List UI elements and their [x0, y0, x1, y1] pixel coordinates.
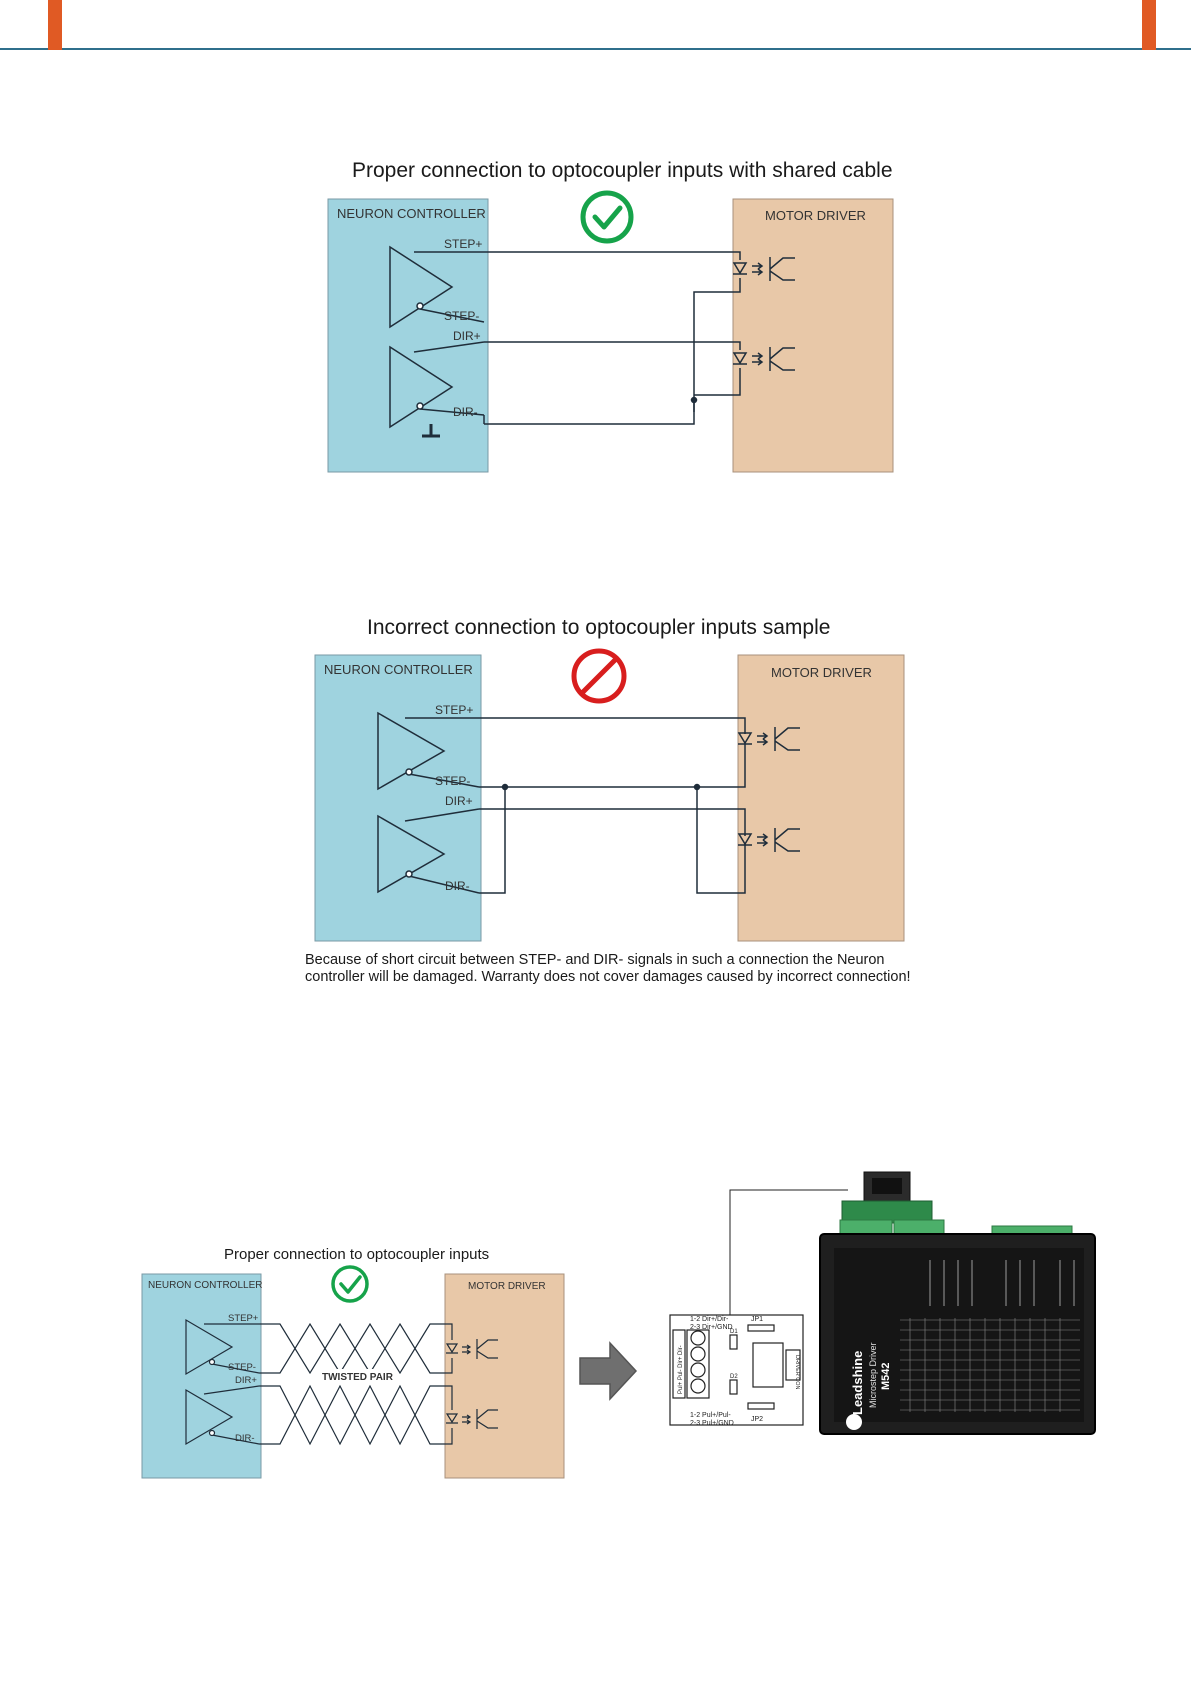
differential-driver-icon: [185, 1385, 260, 1446]
diagram3-title: Proper connection to optocoupler inputs: [224, 1246, 490, 1263]
driver-box: [737, 654, 905, 942]
diagram3: NEURON CONTROLLER MOTOR DRIVER: [141, 1265, 565, 1479]
differential-driver-icon: [389, 341, 485, 429]
pin-label: DIR+: [453, 329, 481, 343]
optocoupler-icon: [737, 727, 800, 751]
wire-common-ground: [484, 400, 695, 425]
pin-label: STEP+: [228, 1313, 259, 1324]
driver-product: Microstep Driver: [868, 1342, 878, 1408]
leader-line: [729, 1189, 848, 1315]
optocoupler-icon: [732, 257, 795, 281]
diagram1-title: Proper connection to optocoupler inputs …: [352, 159, 893, 182]
header-line: [0, 48, 1191, 50]
wire-dir-plus: [479, 808, 746, 836]
twisted-pair-label: TWISTED PAIR: [322, 1372, 394, 1383]
driver-brand: Leadshine: [850, 1351, 865, 1415]
differential-driver-icon: [377, 711, 480, 791]
controller-box: [314, 654, 482, 942]
text-line: 2-3 Pul+/GND: [690, 1420, 734, 1426]
driver-model: M542: [880, 1362, 892, 1390]
ground-icon: [422, 424, 440, 438]
controller-label: NEURON CONTROLLER: [324, 662, 473, 677]
driver-label: MOTOR DRIVER: [468, 1281, 546, 1292]
stepper-driver-photo: Leadshine Microstep Driver M542: [819, 1171, 1096, 1435]
controller-box: [141, 1273, 262, 1479]
wire-dir-plus: [484, 341, 741, 350]
optocoupler-icon: [737, 828, 800, 852]
driver-box: [732, 198, 894, 473]
pin-label: STEP+: [435, 703, 473, 717]
differential-driver-icon: [377, 808, 480, 894]
optocoupler-icon: [445, 1339, 498, 1359]
driver-label: MOTOR DRIVER: [765, 208, 866, 223]
diagram1: NEURON CONTROLLER MOTOR DRIVER: [327, 190, 894, 473]
jp2-label: JP2: [751, 1416, 763, 1423]
wire-step-minus-return: [693, 278, 741, 412]
controller-box: [327, 198, 489, 473]
warning-text: Because of short circuit between STEP- a…: [305, 952, 911, 985]
optocoupler-icon: [445, 1409, 498, 1429]
controller-label: NEURON CONTROLLER: [337, 206, 486, 221]
prohibited-icon: [571, 648, 627, 704]
wire-dir-minus-driver: [696, 787, 746, 894]
diagram2: NEURON CONTROLLER MOTOR DRIVER: [314, 648, 905, 942]
jp1-note: 1-2 Dir+/Dir-2-3 Dir+/GND: [690, 1316, 733, 1331]
controller-label: NEURON CONTROLLER: [148, 1280, 262, 1291]
jp2-note: 1-2 Pul+/Pul-2-3 Pul+/GND: [690, 1412, 734, 1426]
header-tab-right: [1142, 0, 1156, 50]
pin-label: STEP+: [444, 237, 482, 251]
pin-label: DIR+: [445, 794, 473, 808]
adapter-board: 1-2 Dir+/Dir-2-3 Dir+/GND JP1 1-2 Pul+/P…: [669, 1189, 848, 1426]
wire-step-minus: [479, 744, 746, 788]
pin-label: DIR-: [445, 879, 470, 893]
diagram2-title: Incorrect connection to optocoupler inpu…: [367, 616, 831, 639]
pin-label: DIR+: [235, 1375, 257, 1386]
wire-dir-minus-return: [694, 368, 741, 396]
short-junction: [501, 783, 509, 791]
d2-label: D2: [730, 1374, 738, 1380]
wire-step-plus: [479, 717, 746, 734]
check-circle-icon: [580, 190, 634, 244]
check-circle-icon: [331, 1265, 369, 1303]
wire-dir-minus-loop: [479, 787, 506, 894]
short-junction: [693, 783, 701, 791]
pin-label: STEP-: [444, 309, 479, 323]
differential-driver-icon: [185, 1318, 260, 1376]
right-arrow-icon: [579, 1341, 638, 1401]
jp1-label: JP1: [751, 1316, 763, 1323]
differential-driver-icon: [389, 245, 485, 329]
twisted-pair: [259, 1384, 453, 1446]
d1-label: D1: [730, 1329, 738, 1335]
optocoupler-icon: [732, 347, 795, 371]
driver-box: [444, 1273, 565, 1479]
text-line: 2-3 Dir+/GND: [690, 1324, 733, 1331]
terminal-label: Pul+ Pul- Dir+ Dir-: [678, 1345, 684, 1394]
driver-label: MOTOR DRIVER: [771, 665, 872, 680]
pin-label: STEP-: [228, 1362, 256, 1373]
wire-step-plus: [484, 251, 741, 260]
twisted-pair: [259, 1322, 453, 1375]
pin-label: DIR-: [235, 1433, 255, 1444]
pin-label: STEP-: [435, 774, 470, 788]
header-tab-left: [48, 0, 62, 50]
connector-label: DRIVER CON: [794, 1355, 800, 1390]
pin-label: DIR-: [453, 405, 478, 419]
